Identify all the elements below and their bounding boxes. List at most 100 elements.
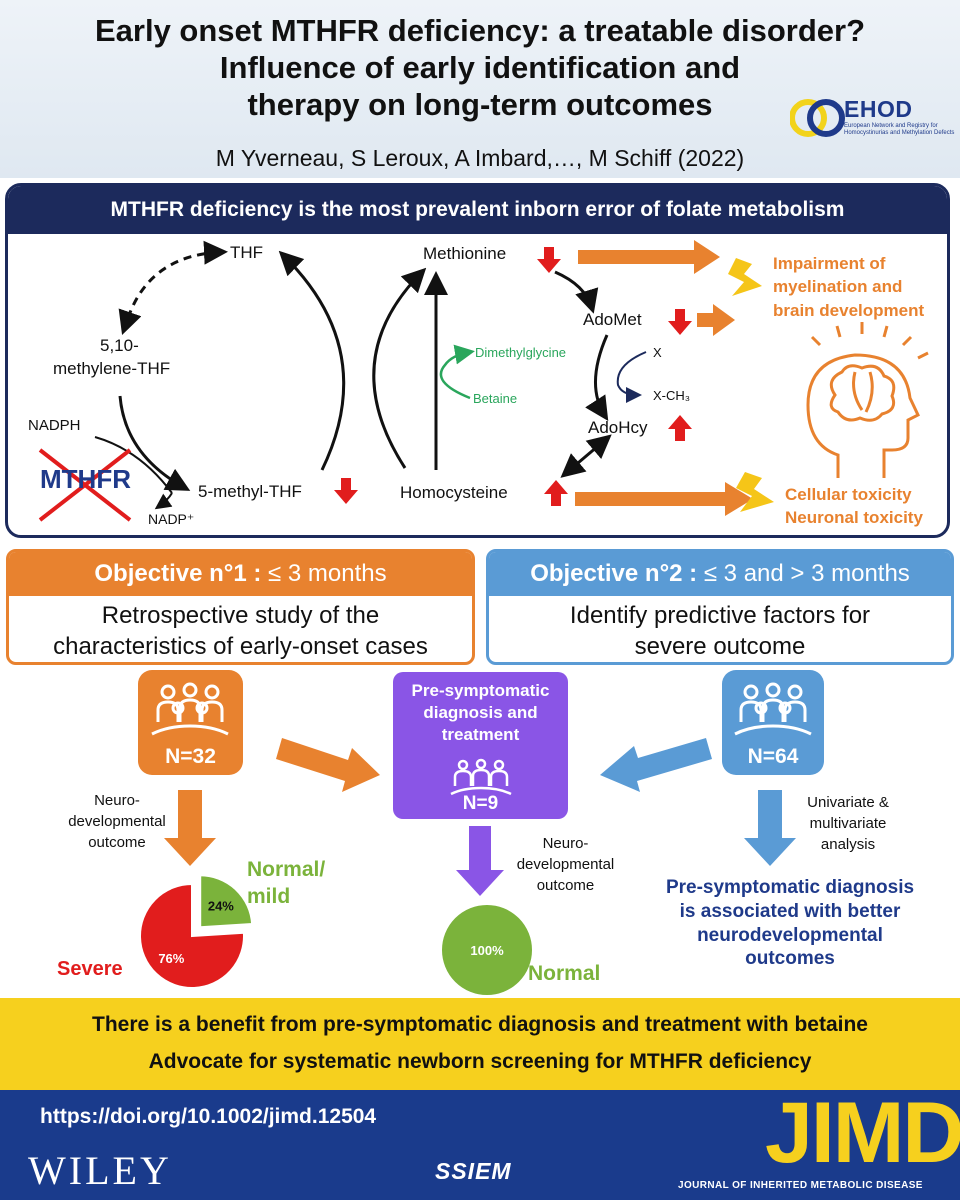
pie-slice-normal <box>440 903 534 997</box>
ehod-logo-subtitle: European Network and Registry for Homocy… <box>844 123 955 136</box>
presymptomatic-title: Pre-symptomatic diagnosis and treatment <box>393 680 568 746</box>
cohort-center-box: Pre-symptomatic diagnosis and treatment … <box>393 672 568 819</box>
center-caption-line-1: Neuro- <box>542 835 589 852</box>
homocysteine-effect-arrow <box>575 482 753 516</box>
ssiem-logo: SSIEM <box>435 1158 512 1184</box>
title-line-2: Influence of early identification and <box>219 50 741 86</box>
mthfr-cross-line-2 <box>38 448 132 522</box>
methionine-label: Methionine <box>423 244 507 263</box>
brain-effect-line-3: brain development <box>773 300 925 320</box>
methylene-thf-label-2: methylene-THF <box>53 359 171 378</box>
footer-bar <box>0 1090 960 1200</box>
lightning-toxicity-icon <box>736 472 774 512</box>
conclusion-line-2: Advocate for systematic newborn screenin… <box>148 1050 812 1073</box>
conclusion-banner <box>0 998 960 1090</box>
xch3-label: X-CH₃ <box>653 388 691 403</box>
wiley-logo: WILEY <box>28 1148 172 1193</box>
pie-label-severe: 76% <box>158 951 184 966</box>
objective-1-range: ≤ 3 months <box>261 560 387 587</box>
right-result-line-3: neurodevelopmental <box>697 924 883 946</box>
dimethylglycine-label: Dimethylglycine <box>475 345 567 360</box>
objective-1-text-line-1: Retrospective study of the <box>101 602 380 629</box>
met-to-adomet-arrow <box>554 270 599 314</box>
methylene-to-methylthf-arrow <box>118 395 191 491</box>
nadp-curve <box>154 492 173 510</box>
right-caption-line-3: analysis <box>820 836 876 853</box>
left-outcome-caption: Neuro- developmental outcome <box>62 790 172 853</box>
nadph-label: NADPH <box>28 417 81 434</box>
right-analysis-caption: Univariate & multivariate analysis <box>788 792 908 855</box>
adomet-effect-arrow <box>697 304 735 336</box>
objective-2-range: ≤ 3 and > 3 months <box>697 560 910 587</box>
right-result-text: Pre-symptomatic diagnosis is associated … <box>640 876 940 971</box>
methylthf-down-icon <box>334 478 358 504</box>
objective-2-text: Identify predictive factors for severe o… <box>489 600 951 662</box>
methionine-effect-arrow <box>578 240 720 274</box>
people-group-icon <box>734 682 812 736</box>
objective-1-heading: Objective n°1 : ≤ 3 months <box>9 552 472 596</box>
cohort-right-box: N=64 <box>722 670 824 775</box>
ehod-logo-name: EHOD <box>844 96 913 122</box>
presymptomatic-title-line-1: Pre-symptomatic <box>411 681 550 700</box>
pie-label-normal-mild: 24% <box>208 898 234 913</box>
homocysteine-label: Homocysteine <box>400 483 508 502</box>
thf-methylene-arrow <box>118 240 228 335</box>
adomet-label: AdoMet <box>583 310 642 329</box>
cohort-left-n: N=32 <box>165 745 216 768</box>
people-group-icon <box>151 682 229 736</box>
cohort-left-box: N=32 <box>138 670 243 775</box>
left-caption-line-3: outcome <box>88 834 146 851</box>
brain-effect-line-2: myelination and <box>773 277 903 297</box>
severe-label: Severe <box>57 958 123 980</box>
header-banner <box>0 0 960 178</box>
objective-1-text: Retrospective study of the characteristi… <box>9 600 472 662</box>
toxicity-line-1: Cellular toxicity <box>785 485 912 504</box>
objective-1-text-line-2: characteristics of early-onset cases <box>53 633 428 661</box>
methylthf-to-thf-arrow <box>278 250 346 471</box>
objective-2-text-line-1: Identify predictive factors for <box>569 602 871 629</box>
severity-pie-chart: 76% 24% <box>139 874 254 989</box>
pie-slice-normal-mild <box>199 874 254 929</box>
center-caption-line-3: outcome <box>536 877 595 894</box>
left-caption-line-1: Neuro- <box>94 792 140 809</box>
conclusion-line-1: There is a benefit from pre-symptomatic … <box>92 1013 868 1036</box>
right-result-line-4: outcomes <box>745 948 835 970</box>
mthfr-label: MTHFR <box>40 464 131 494</box>
normal-mild-line-2: mild <box>247 885 291 909</box>
left-caption-line-2: developmental <box>68 813 166 830</box>
jimd-logo: JIMD <box>765 1085 960 1181</box>
adomet-down-icon <box>668 309 692 335</box>
objective-2-heading: Objective n°2 : ≤ 3 and > 3 months <box>489 552 951 596</box>
normal-mild-line-1: Normal/ <box>247 858 326 881</box>
brain-effect-label: Impairment of myelination and brain deve… <box>773 252 924 322</box>
mechanism-heading: MTHFR deficiency is the most prevalent i… <box>8 186 947 234</box>
toxicity-line-2: Neuronal toxicity <box>785 508 923 528</box>
right-to-center-arrow <box>600 738 712 792</box>
right-caption-line-1: Univariate & <box>807 794 889 811</box>
ehod-rings-icon <box>789 99 845 137</box>
methylene-thf-label-1: 5,10- <box>100 336 139 355</box>
adohcy-up-icon <box>668 415 692 441</box>
objective-1-title: Objective n°1 : <box>94 560 262 587</box>
authors-line: M Yverneau, S Leroux, A Imbard,…, M Schi… <box>215 145 745 171</box>
left-to-center-arrow <box>276 738 380 792</box>
cohort-center-n: N=9 <box>462 793 499 814</box>
presymptomatic-title-line-3: treatment <box>441 725 520 745</box>
methyl-thf-label: 5-methyl-THF <box>198 482 302 501</box>
nadp-label: NADP⁺ <box>148 511 195 527</box>
title-line-3: therapy on long-term outcomes <box>247 87 713 123</box>
normal-pie-chart: 100% <box>440 903 534 997</box>
adohcy-label: AdoHcy <box>588 418 648 437</box>
mechanism-diagram <box>38 240 929 522</box>
nadph-curve <box>94 436 173 494</box>
brain-effect-line-1: Impairment of <box>773 254 886 273</box>
doi-link[interactable]: https://doi.org/10.1002/jimd.12504 <box>40 1105 377 1128</box>
pie-slice-severe <box>139 882 245 989</box>
right-caption-line-2: multivariate <box>809 815 887 832</box>
objective-2-box: Objective n°2 : ≤ 3 and > 3 months Ident… <box>486 549 954 665</box>
normal-label: Normal <box>528 962 601 985</box>
right-result-line-2: is associated with better <box>679 900 901 922</box>
pie-label-normal: 100% <box>470 943 504 958</box>
adohcy-hcy-arrow <box>560 434 612 478</box>
